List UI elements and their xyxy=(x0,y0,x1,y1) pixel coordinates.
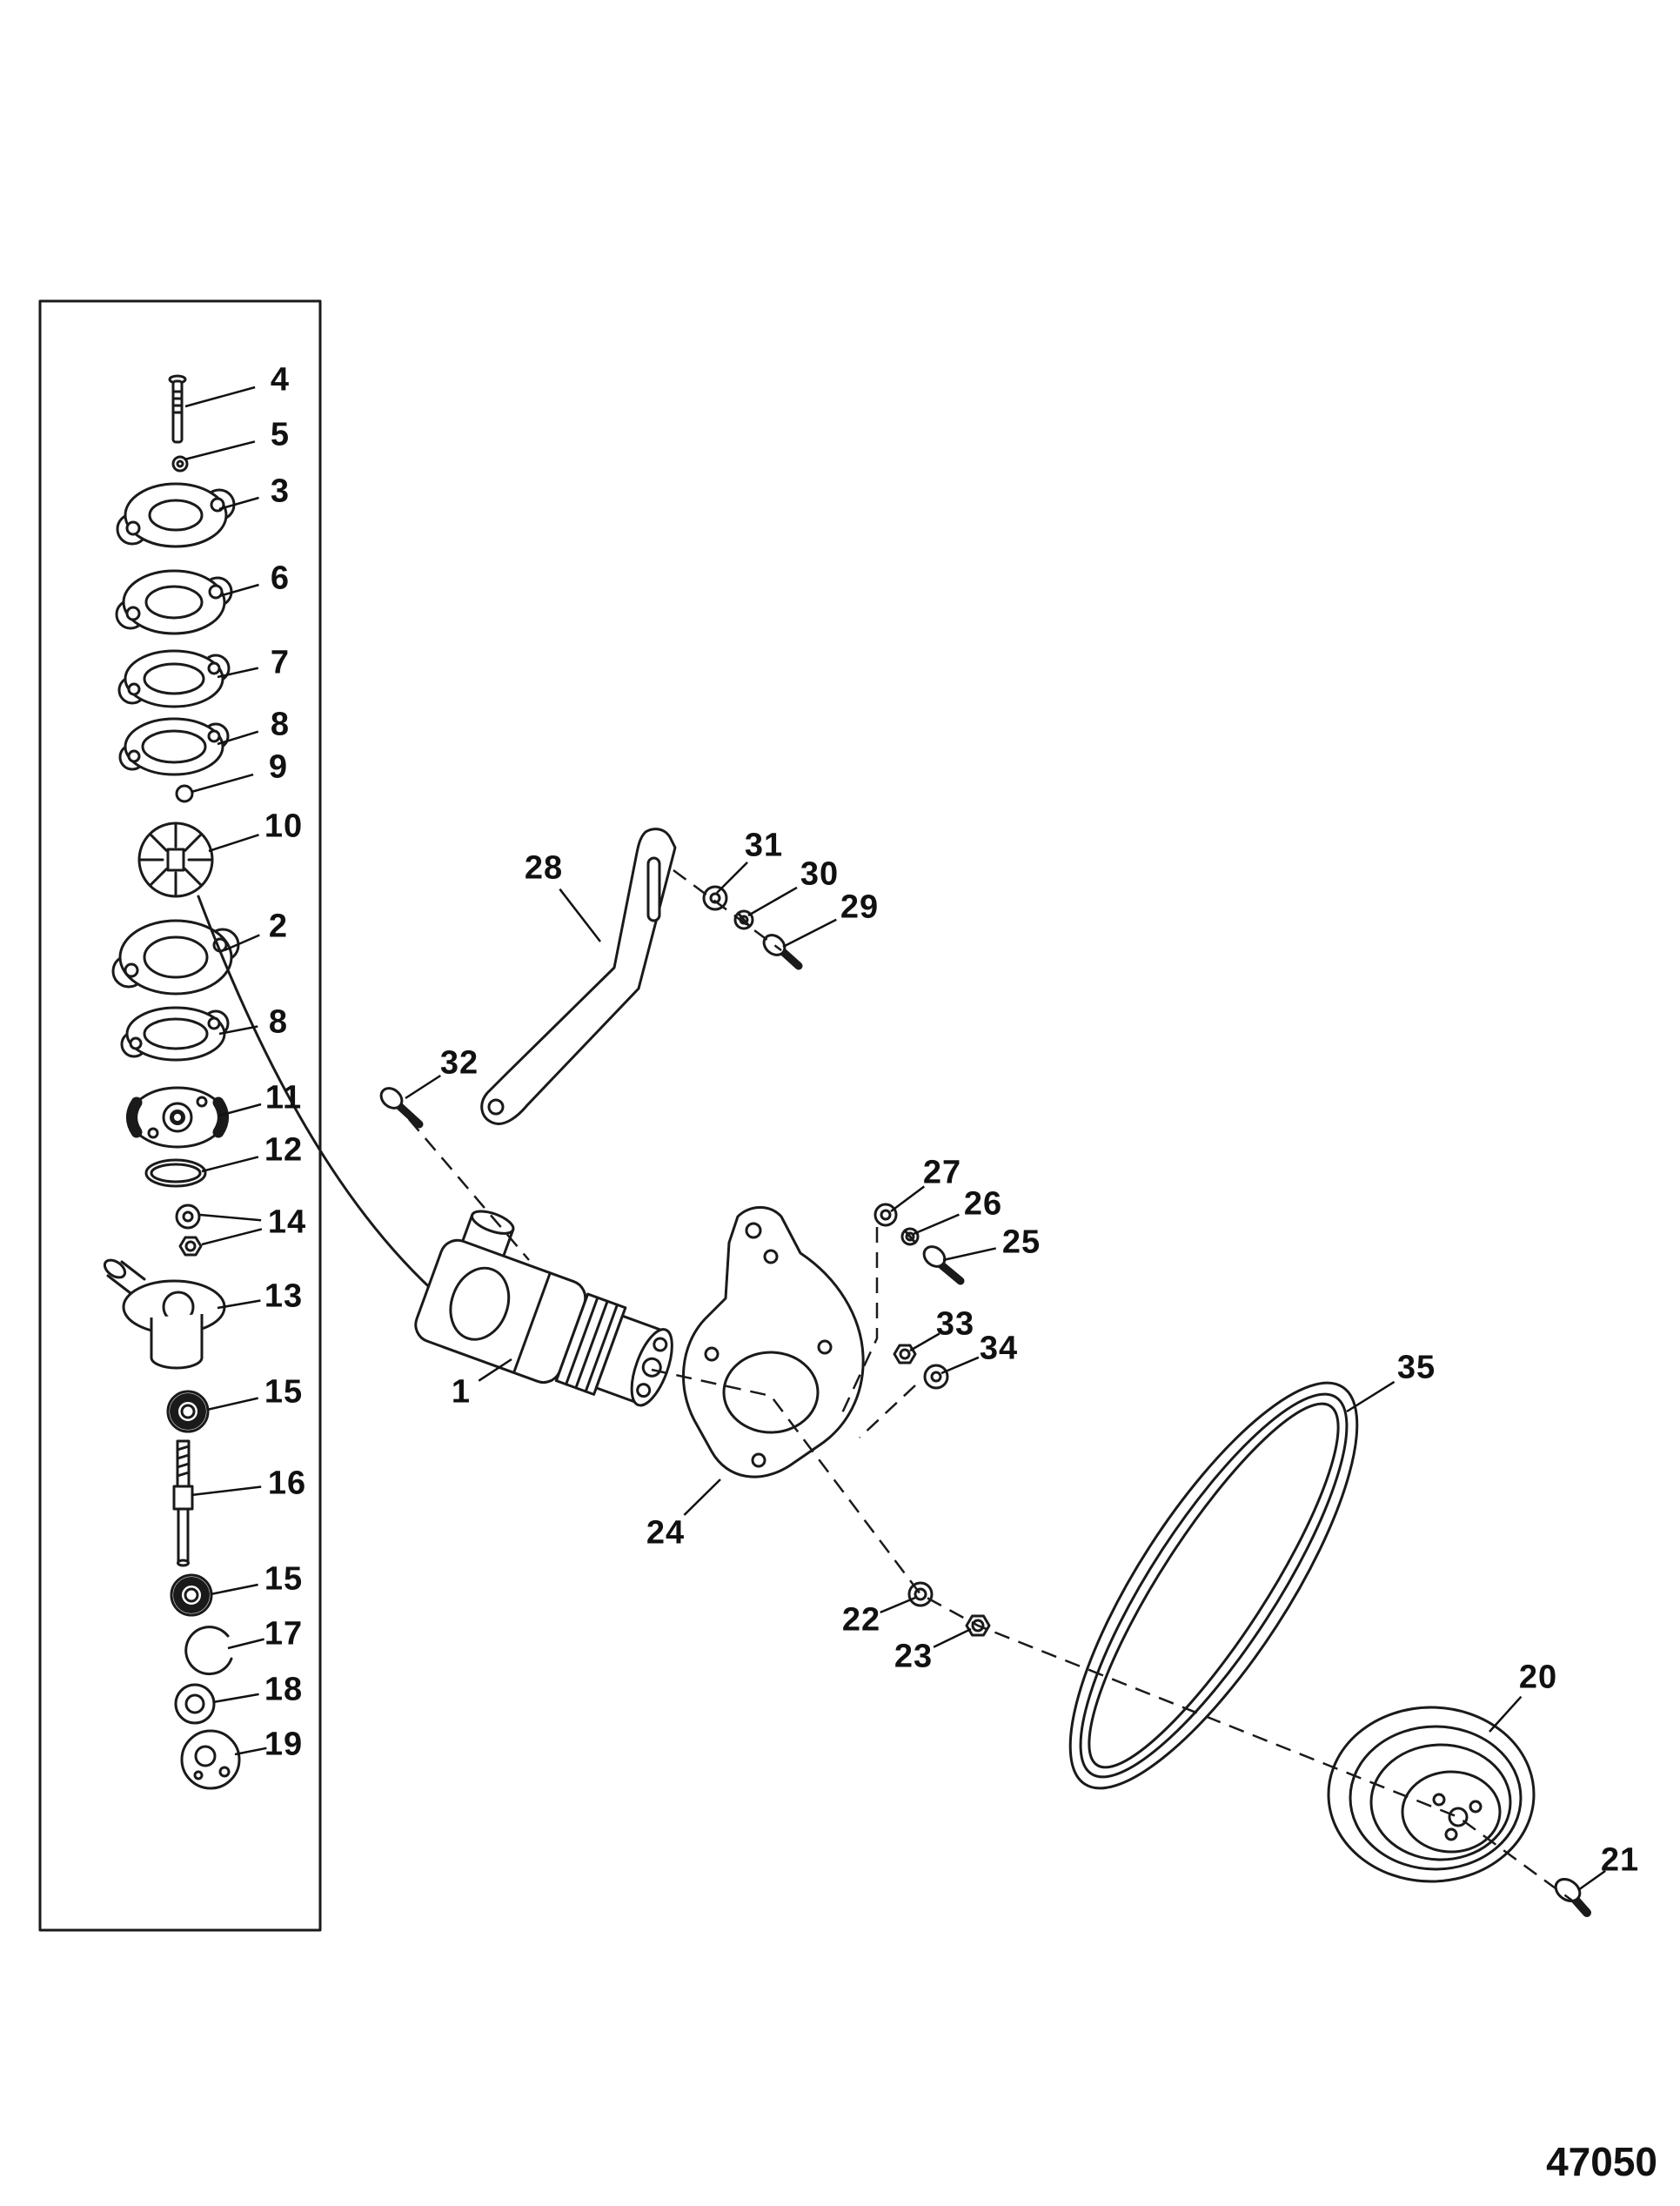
leader-line-16 xyxy=(191,1485,262,1497)
leader-line-14 xyxy=(199,1213,262,1222)
leader-line-23 xyxy=(933,1627,972,1648)
leader-line-12 xyxy=(201,1156,259,1173)
part-8b xyxy=(120,1006,230,1062)
part-28-arm xyxy=(480,828,677,1125)
part-26-lockwasher xyxy=(900,1227,920,1246)
part-20-pulley xyxy=(1327,1706,1536,1883)
leader-line-3 xyxy=(218,496,259,511)
part-24-bracket xyxy=(682,1206,865,1478)
leader-line-15 xyxy=(206,1397,258,1411)
part-9 xyxy=(175,784,194,803)
leader-line-6 xyxy=(218,583,259,598)
exploded-stack xyxy=(103,374,241,1790)
part-10 xyxy=(137,821,214,898)
part-11 xyxy=(126,1086,229,1149)
leader-line-27 xyxy=(890,1185,926,1213)
part-15 xyxy=(166,1390,210,1433)
part-2 xyxy=(111,919,240,996)
leader-line-8 xyxy=(218,1025,258,1036)
dashed-alignment-lines xyxy=(408,868,1583,1909)
leader-line-14 xyxy=(201,1228,263,1246)
part-32-bolt xyxy=(379,1087,424,1129)
part-12 xyxy=(144,1158,207,1188)
leader-line-8 xyxy=(217,730,259,746)
leader-line-10 xyxy=(208,834,259,853)
leader-line-7 xyxy=(217,667,259,679)
part-18 xyxy=(174,1683,216,1725)
parts-box-outline xyxy=(38,299,322,1932)
leader-line-26 xyxy=(913,1213,960,1236)
part-17 xyxy=(184,1626,233,1676)
leader-line-22 xyxy=(880,1596,916,1614)
leader-line-31 xyxy=(716,862,748,894)
leader-line-4 xyxy=(184,386,256,408)
leader-line-21 xyxy=(1577,1869,1606,1892)
leader-line-25 xyxy=(942,1247,996,1262)
leader-line-2 xyxy=(224,934,260,952)
part-6 xyxy=(115,569,233,635)
leader-line-17 xyxy=(227,1638,264,1650)
part-31-washer xyxy=(702,885,728,911)
part-4 xyxy=(168,374,187,444)
leader-line-9 xyxy=(191,773,254,794)
drawing-number: 47050 xyxy=(1546,2139,1657,2184)
leader-line-34 xyxy=(940,1356,980,1375)
part-15b xyxy=(170,1573,213,1617)
leader-line-11 xyxy=(218,1103,262,1117)
leader-line-29 xyxy=(782,918,837,949)
leader-line-28 xyxy=(559,888,601,942)
part-14 xyxy=(175,1204,203,1257)
leader-line-1 xyxy=(478,1358,512,1382)
part-25-bolt xyxy=(922,1245,965,1285)
part-1-pump xyxy=(414,1210,673,1407)
part-22-washer xyxy=(907,1581,934,1607)
leader-line-20 xyxy=(1489,1695,1523,1733)
part-33-nut xyxy=(893,1344,917,1365)
part-16 xyxy=(172,1439,194,1567)
part-7 xyxy=(117,649,231,708)
part-30-lockwasher xyxy=(733,909,754,930)
leader-line-13 xyxy=(217,1299,261,1310)
leader-line-15 xyxy=(210,1583,258,1596)
part-35-belt xyxy=(1068,1381,1359,1790)
part-13 xyxy=(103,1258,226,1370)
leader-line-33 xyxy=(909,1332,940,1352)
leader-line-19 xyxy=(234,1747,267,1756)
leader-line-30 xyxy=(747,886,798,917)
part-8 xyxy=(118,717,230,776)
leader-line-18 xyxy=(212,1693,259,1704)
leader-line-32 xyxy=(405,1074,441,1100)
leader-line-5 xyxy=(184,440,256,461)
part-5 xyxy=(171,455,189,473)
leader-line-24 xyxy=(683,1478,721,1516)
part-19 xyxy=(180,1729,241,1790)
part-34-washer xyxy=(923,1364,949,1390)
part-3 xyxy=(116,482,236,548)
leader-line-35 xyxy=(1346,1380,1396,1413)
connector-curve xyxy=(197,895,447,1304)
part-21-bolt xyxy=(1554,1878,1591,1917)
leader-lines xyxy=(184,386,1606,1892)
part-27-washer xyxy=(873,1203,898,1227)
